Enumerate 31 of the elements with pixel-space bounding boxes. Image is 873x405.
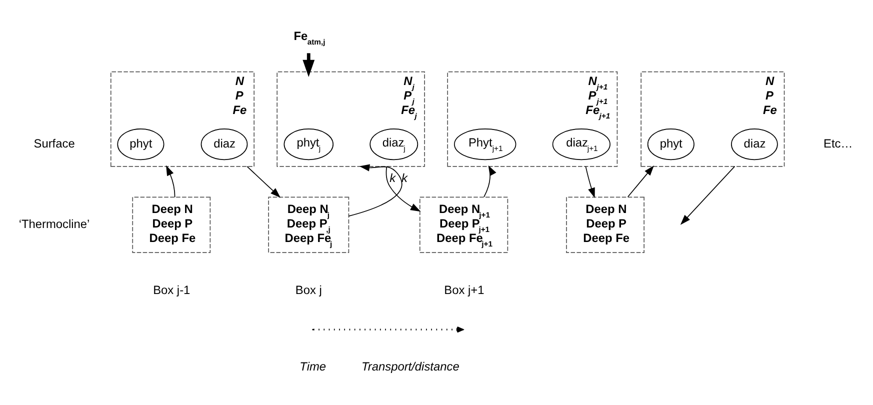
label: Time [300, 359, 326, 374]
label: Surface [34, 136, 75, 150]
node-box: Deep N$_{j}$ Deep P$_{,j}$ Deep Fe$_{j}$ [268, 196, 350, 252]
arrow [627, 164, 654, 197]
label: Etc… [823, 136, 853, 150]
node-label: Box j+1 [444, 282, 484, 297]
node-box: Deep N Deep P Deep Fe [566, 196, 644, 252]
arrow [484, 164, 496, 197]
node-box: Deep N Deep P Deep Fe [132, 196, 211, 252]
arrow [585, 166, 595, 198]
arrow [166, 164, 176, 198]
node-ellipse: phyt [647, 128, 694, 160]
label: Transport/distance [361, 359, 460, 374]
node-ellipse: Phyt$_{j+1}$ [454, 128, 516, 160]
edge-label: k [390, 170, 396, 184]
node-ellipse: diaz$_{j}$ [370, 128, 418, 160]
arrow [680, 166, 736, 224]
arrow [348, 164, 402, 216]
node-label: Box j [295, 282, 322, 297]
label: ‘Thermocline’ [18, 216, 90, 231]
arrow [386, 166, 421, 212]
node-ellipse: diaz [731, 128, 778, 160]
edge-label: k [402, 170, 408, 184]
node-label: Box j-1 [153, 282, 190, 297]
node-ellipse: phyt$_{j}$ [284, 128, 334, 160]
arrow [246, 166, 281, 198]
node-box: Deep N$_{j+1}$ Deep P$_{j+1}$ Deep Fe$_{j+1}$ [419, 196, 508, 252]
node-ellipse: phyt [117, 128, 164, 160]
node-ellipse: diaz [200, 128, 248, 160]
node-text: Fe$_{atm,j}$ [294, 28, 326, 46]
node-ellipse: diaz$_{j+1}$ [552, 128, 610, 160]
